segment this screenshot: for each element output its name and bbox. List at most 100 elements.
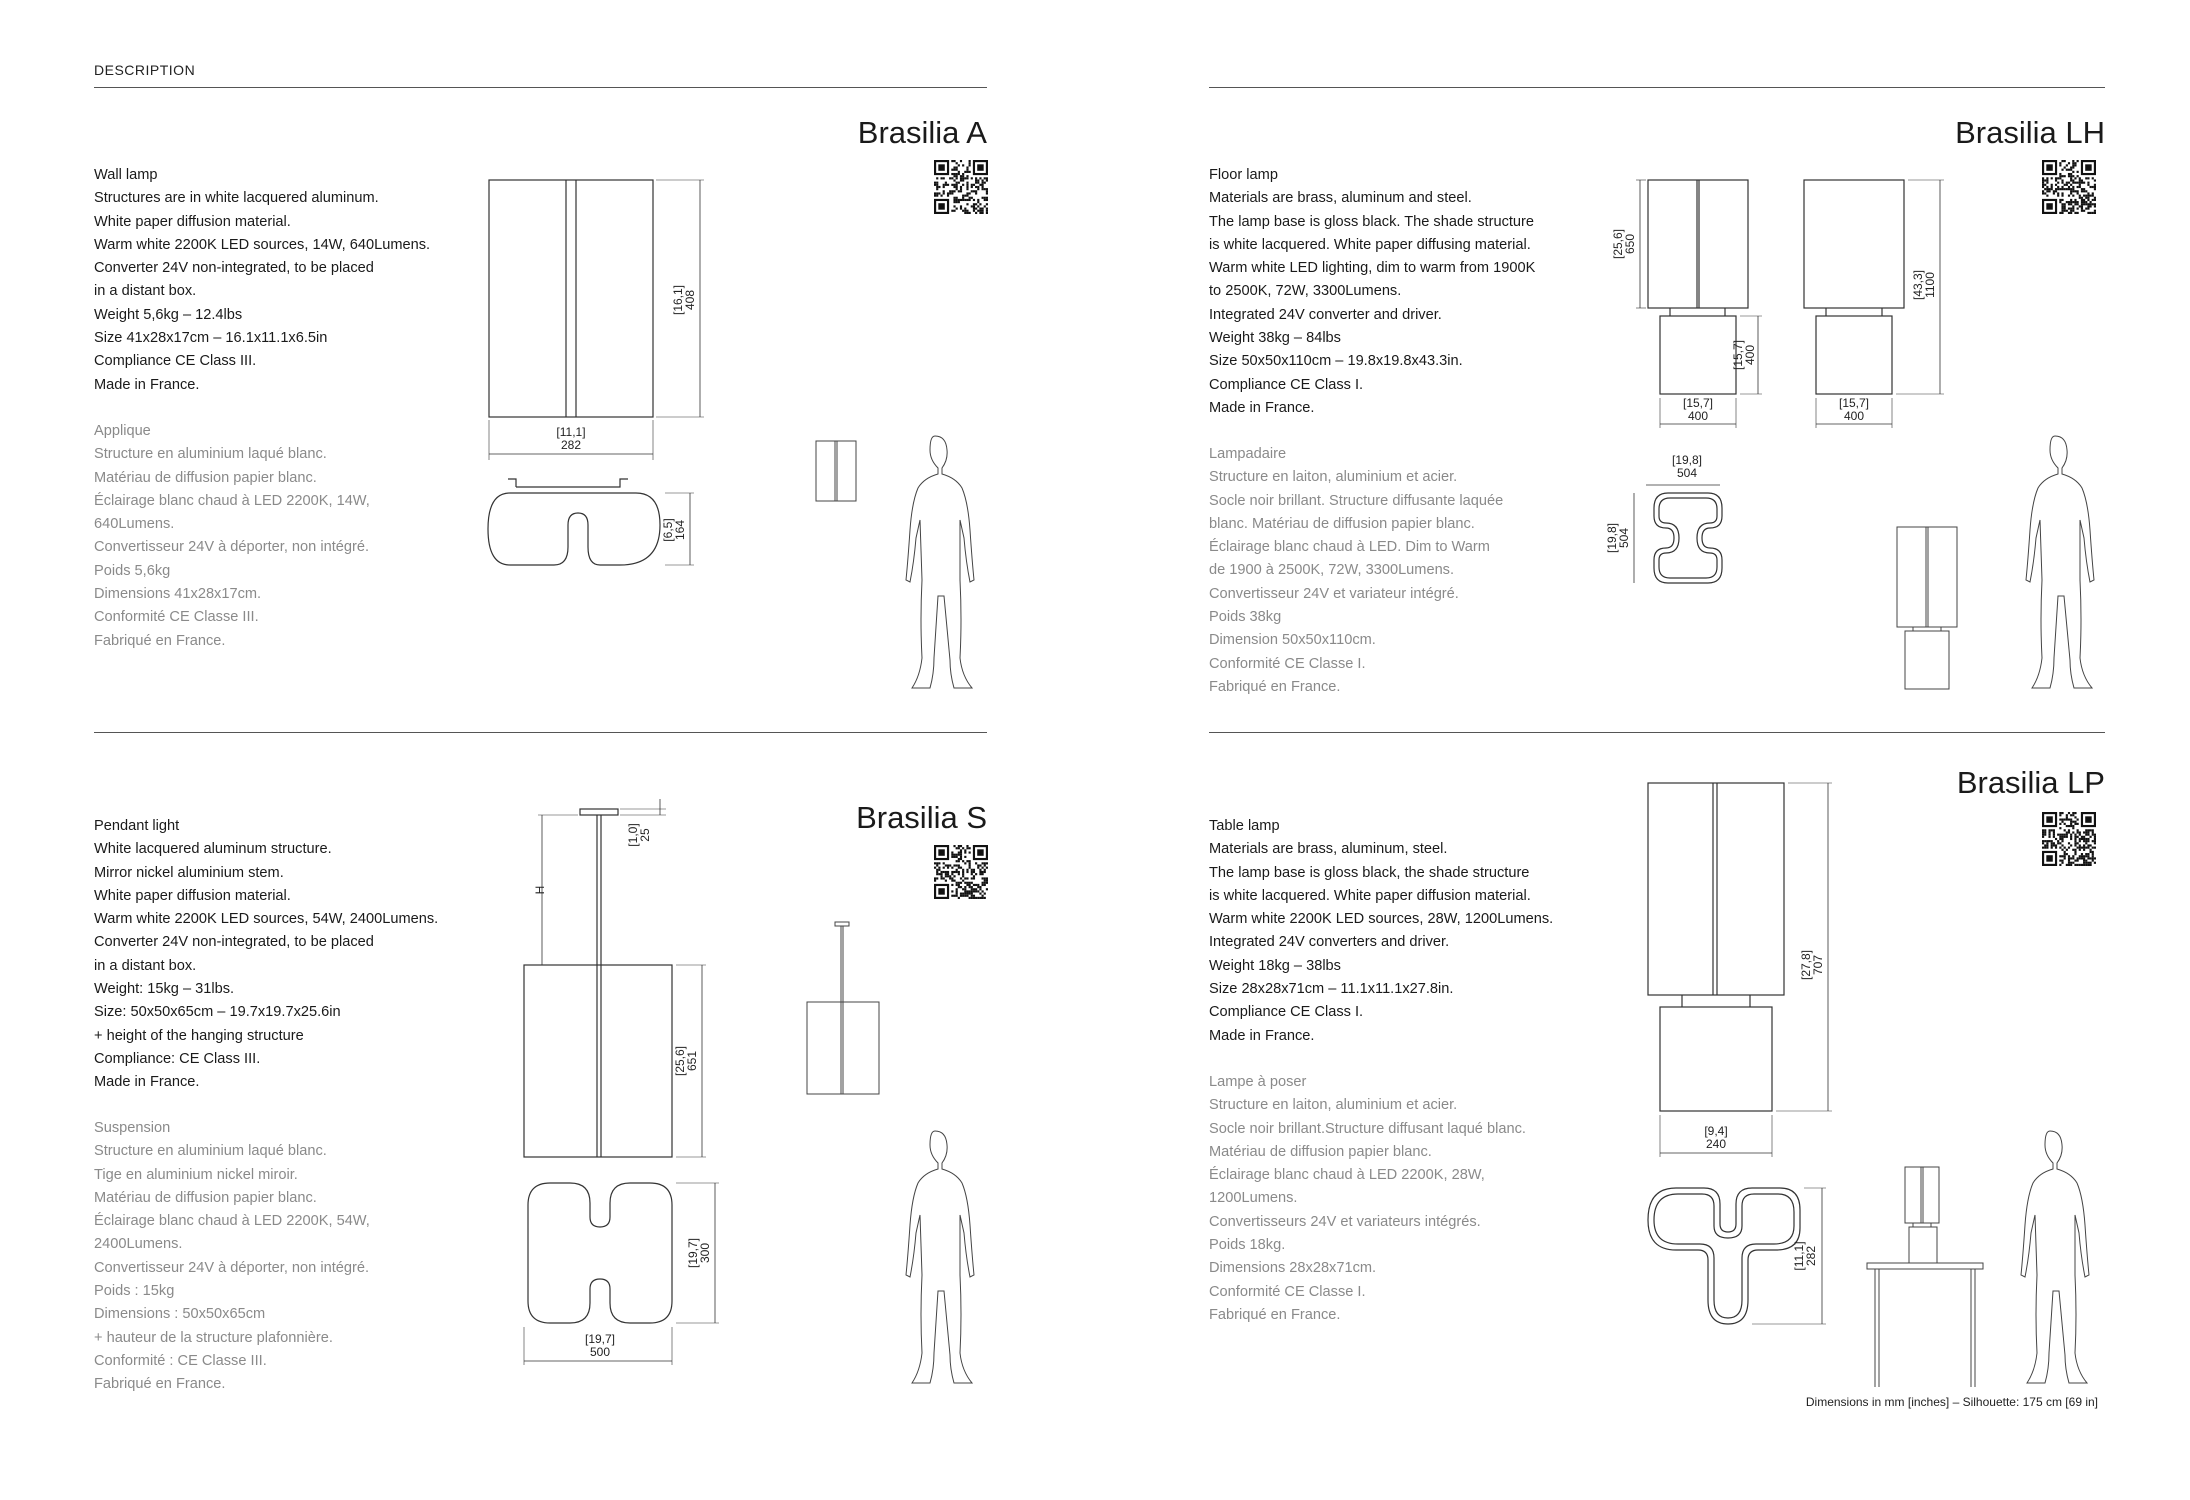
description-line: Materials are brass, aluminum, steel. xyxy=(1209,841,1448,858)
description-line: Structure en aluminium laqué blanc. xyxy=(94,1143,327,1160)
product-description-en: Wall lamp Structures are in white lacque… xyxy=(94,164,430,397)
description-line: Dimensions 41x28x17cm. xyxy=(94,586,262,603)
divider xyxy=(94,87,987,88)
human-silhouette-icon xyxy=(905,1130,975,1384)
description-line: Integrated 24V converters and driver. xyxy=(1209,934,1450,951)
description-line: Convertisseur 24V et variateur intégré. xyxy=(1209,585,1459,602)
description-line: Éclairage blanc chaud à LED 2200K, 54W, xyxy=(94,1213,370,1230)
dimension-label: [1,0] xyxy=(626,823,640,846)
description-line: is white lacquered. White paper diffusin… xyxy=(1209,236,1531,253)
description-line: Socle noir brillant.Structure diffusant … xyxy=(1209,1120,1526,1137)
scale-lamp-icon xyxy=(815,440,857,502)
description-line: Floor lamp xyxy=(1209,167,1278,183)
description-line: The lamp base is gloss black, the shade … xyxy=(1209,864,1530,881)
technical-drawing-top: [19,7] 300 [19,7] 500 xyxy=(523,1182,719,1365)
description-line: Weight 38kg – 84lbs xyxy=(1209,330,1341,347)
human-silhouette-icon xyxy=(905,435,975,689)
description-line: is white lacquered. White paper diffusio… xyxy=(1209,887,1531,904)
description-line: Lampadaire xyxy=(1209,446,1287,462)
dimension-label: 282 xyxy=(1804,1246,1818,1266)
dimension-label: [19,7] xyxy=(686,1238,700,1268)
description-line: Poids : 15kg xyxy=(94,1283,175,1300)
description-line: Materials are brass, aluminum and steel. xyxy=(1209,190,1472,207)
dimension-label: 504 xyxy=(1677,466,1697,480)
dimension-label: 400 xyxy=(1688,409,1708,423)
description-line: Éclairage blanc chaud à LED 2200K, 28W, xyxy=(1209,1167,1485,1184)
scale-lamp-icon xyxy=(806,921,880,1095)
qr-code-icon xyxy=(934,845,988,899)
description-line: Size 50x50x110cm – 19.8x19.8x43.3in. xyxy=(1209,353,1463,370)
description-line: Dimensions : 50x50x65cm xyxy=(94,1306,266,1323)
description-line: Lampe à poser xyxy=(1209,1074,1307,1090)
dimension-label: 500 xyxy=(590,1345,610,1359)
dimension-label: 651 xyxy=(685,1051,699,1071)
description-line: in a distant box. xyxy=(94,957,197,974)
dimension-label: 164 xyxy=(673,520,687,540)
description-line: Suspension xyxy=(94,1120,171,1136)
dimension-label: H xyxy=(533,886,547,895)
description-line: Conformité CE Classe III. xyxy=(94,609,259,626)
description-line: 2400Lumens. xyxy=(94,1236,183,1253)
product-title: Brasilia LH xyxy=(1955,115,2105,150)
description-line: Éclairage blanc chaud à LED. Dim to Warm xyxy=(1209,539,1490,556)
description-line: Convertisseurs 24V et variateurs intégré… xyxy=(1209,1213,1481,1230)
description-line: Compliance CE Class I. xyxy=(1209,376,1364,393)
product-title: Brasilia LP xyxy=(1956,765,2105,800)
dimension-label: 650 xyxy=(1623,234,1637,254)
dimension-label: [19,8] xyxy=(1605,523,1619,553)
product-description-fr: Applique Structure en aluminium laqué bl… xyxy=(94,420,370,653)
description-line: de 1900 à 2500K, 72W, 3300Lumens. xyxy=(1209,562,1455,579)
description-line: Dimensions 28x28x71cm. xyxy=(1209,1260,1377,1277)
dimension-label: [19,7] xyxy=(585,1332,615,1346)
description-line: + height of the hanging structure xyxy=(94,1027,304,1044)
qr-code-icon xyxy=(2042,160,2096,214)
description-line: White paper diffusion material. xyxy=(94,887,291,904)
description-line: 1200Lumens. xyxy=(1209,1190,1298,1207)
description-line: Compliance CE Class I. xyxy=(1209,1004,1364,1021)
dimension-label: [25,6] xyxy=(673,1046,687,1076)
description-line: Dimension 50x50x110cm. xyxy=(1209,632,1376,649)
description-line: Poids 5,6kg xyxy=(94,562,171,579)
description-line: Compliance CE Class III. xyxy=(94,353,257,370)
description-line: Structure en aluminium laqué blanc. xyxy=(94,446,327,463)
description-line: to 2500K, 72W, 3300Lumens. xyxy=(1209,283,1402,300)
divider xyxy=(94,732,987,733)
technical-drawing-top: [6,5] 164 xyxy=(487,478,694,566)
description-line: Socle noir brillant. Structure diffusant… xyxy=(1209,492,1504,509)
divider xyxy=(1209,87,2105,88)
technical-drawing-front: [16,1] 408 [11,1] 282 xyxy=(488,179,704,460)
product-title: Brasilia A xyxy=(857,115,987,150)
qr-code-icon xyxy=(2042,812,2096,866)
description-line: Made in France. xyxy=(94,376,200,393)
product-title: Brasilia S xyxy=(856,800,987,835)
description-line: The lamp base is gloss black. The shade … xyxy=(1209,213,1535,230)
description-line: Fabriqué en France. xyxy=(1209,1306,1341,1323)
dimension-label: [11,1] xyxy=(556,425,585,439)
dimension-label: 400 xyxy=(1743,345,1757,365)
description-line: Structure en laiton, aluminium et acier. xyxy=(1209,1097,1458,1114)
description-line: Conformité CE Classe I. xyxy=(1209,1283,1366,1300)
dimension-label: [25,6] xyxy=(1611,229,1625,259)
description-line: Integrated 24V converter and driver. xyxy=(1209,306,1442,323)
dimensions-note: Dimensions in mm [inches] – Silhouette: … xyxy=(1805,1395,2098,1409)
product-description-fr: Suspension Structure en aluminium laqué … xyxy=(94,1117,370,1397)
description-line: Fabriqué en France. xyxy=(94,1376,226,1393)
description-line: Made in France. xyxy=(1209,399,1315,416)
description-line: Matériau de diffusion papier blanc. xyxy=(94,1189,317,1206)
dimension-label: [16,1] xyxy=(671,285,685,315)
product-description-fr: Lampadaire Structure en laiton, aluminiu… xyxy=(1209,443,1503,699)
dimension-label: [15,7] xyxy=(1839,396,1869,410)
description-line: Fabriqué en France. xyxy=(1209,678,1341,695)
divider xyxy=(1209,732,2105,733)
description-line: Converter 24V non-integrated, to be plac… xyxy=(94,934,374,951)
qr-code-icon xyxy=(934,160,988,214)
description-line: Conformité : CE Classe III. xyxy=(94,1352,267,1369)
description-line: Made in France. xyxy=(94,1074,200,1091)
description-line: Compliance: CE Class III. xyxy=(94,1050,261,1067)
description-line: Warm white 2200K LED sources, 54W, 2400L… xyxy=(94,911,439,928)
description-line: Weight: 15kg – 31lbs. xyxy=(94,981,235,998)
description-line: Tige en aluminium nickel miroir. xyxy=(94,1166,298,1183)
dimension-label: [11,1] xyxy=(1792,1241,1806,1270)
description-line: 640Lumens. xyxy=(94,516,175,533)
description-line: Pendant light xyxy=(94,818,180,834)
